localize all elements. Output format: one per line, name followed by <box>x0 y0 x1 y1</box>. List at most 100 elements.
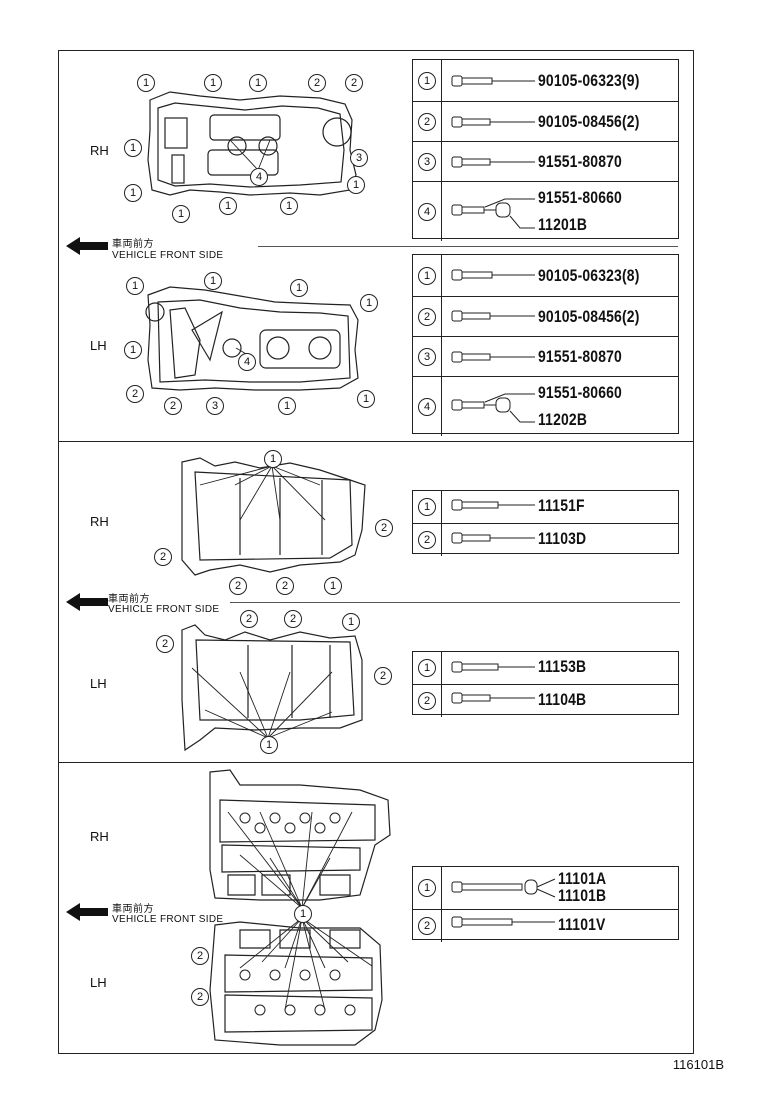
part-number: 90105-08456(2) <box>538 112 640 131</box>
callout: 2 <box>229 577 247 595</box>
front-label-jp: 車両前方 <box>108 594 150 605</box>
part-number: 11151F <box>538 496 585 515</box>
bolt-icon <box>451 116 535 128</box>
side-label-lh: LH <box>90 338 107 353</box>
callout: 2 <box>240 610 258 628</box>
parts-table-lh: 1 90105-06323(8) 2 90105-08456(2) 3 9155… <box>412 254 679 436</box>
callout: 2 <box>191 988 209 1006</box>
front-label-en: VEHICLE FRONT SIDE <box>112 914 224 925</box>
table-row: 3 91551-80870 <box>413 336 678 377</box>
table-row: 4 91551-80660 11201B <box>413 181 678 241</box>
callout: 1 <box>219 197 237 215</box>
bolt-icon <box>451 499 535 511</box>
side-label-rh: RH <box>90 514 109 529</box>
callout: 1 <box>204 272 222 290</box>
callout: 1 <box>124 341 142 359</box>
section-divider <box>58 762 694 763</box>
parts-table-rh: 1 90105-06323(9) 2 90105-08456(2) 3 9155… <box>412 59 679 241</box>
lh-cylinder-head <box>209 921 383 1046</box>
callout: 1 <box>360 294 378 312</box>
callout: 1 <box>278 397 296 415</box>
table-row: 2 90105-08456(2) <box>413 101 678 142</box>
table-row: 2 11104B <box>413 684 678 717</box>
lh-oil-pan <box>181 624 363 752</box>
side-label-lh: LH <box>90 975 107 990</box>
front-label-en: VEHICLE FRONT SIDE <box>112 250 224 261</box>
callout: 1 <box>324 577 342 595</box>
callout: 2 <box>284 610 302 628</box>
part-number: 91551-80660 <box>538 383 622 402</box>
row-number: 1 <box>418 266 436 285</box>
rh-oil-pan <box>181 457 366 576</box>
section-divider <box>58 441 694 442</box>
part-number: 11153B <box>538 657 587 676</box>
bolt-icon <box>451 75 535 87</box>
callout: 2 <box>374 667 392 685</box>
table-row: 1 90105-06323(9) <box>413 60 678 101</box>
callout: 2 <box>345 74 363 92</box>
part-number: 11104B <box>538 690 587 709</box>
illustration-code: 116101B <box>672 1057 724 1072</box>
table-row: 1 11151F <box>413 491 678 523</box>
table-row: 2 90105-08456(2) <box>413 296 678 337</box>
callout: 4 <box>238 353 256 371</box>
callout: 4 <box>250 168 268 186</box>
table-row: 2 11101V <box>413 909 678 942</box>
part-number: 11202B <box>538 410 588 429</box>
row-number: 3 <box>418 348 436 366</box>
row-number: 1 <box>418 498 436 516</box>
bolt-icon <box>451 532 535 544</box>
table-row: 1 11101A 11101B <box>413 867 678 909</box>
rh-cylinder-head <box>209 769 391 901</box>
part-number: 90105-08456(2) <box>538 307 640 326</box>
callout: 1 <box>264 450 282 468</box>
side-label-rh: RH <box>90 143 109 158</box>
callout: 3 <box>206 397 224 415</box>
callout: 1 <box>124 139 142 157</box>
parts-table-lh: 1 11153B 2 11104B <box>412 651 679 717</box>
front-label-jp: 車両前方 <box>112 239 154 250</box>
side-label-lh: LH <box>90 676 107 691</box>
bolt-icon <box>451 661 535 673</box>
part-number: 90105-06323(9) <box>538 71 640 90</box>
callout: 2 <box>164 397 182 415</box>
table-row: 1 90105-06323(8) <box>413 255 678 296</box>
diagram-frame <box>58 50 694 1054</box>
row-number: 2 <box>418 531 436 549</box>
callout: 3 <box>350 149 368 167</box>
table-row: 2 11103D <box>413 523 678 556</box>
rh-lh-separator <box>258 246 678 247</box>
part-number: 91551-80870 <box>538 347 622 366</box>
row-number: 2 <box>418 692 436 710</box>
callout: 1 <box>342 613 360 631</box>
row-number: 2 <box>418 917 436 935</box>
bolt-icon <box>451 156 535 168</box>
part-number: 90105-06323(8) <box>538 266 640 285</box>
front-arrow-icon <box>66 237 108 255</box>
front-label-jp: 車両前方 <box>112 904 154 915</box>
bolt-icon <box>451 310 535 322</box>
callout: 1 <box>280 197 298 215</box>
row-number: 2 <box>418 113 436 131</box>
callout: 1 <box>124 184 142 202</box>
row-number: 4 <box>418 202 436 221</box>
bolt-icon <box>451 351 535 363</box>
callout: 1 <box>172 205 190 223</box>
part-number: 91551-80660 <box>538 188 622 207</box>
callout: 2 <box>191 947 209 965</box>
row-number: 4 <box>418 397 436 416</box>
part-number: 11101B <box>558 886 607 905</box>
callout: 2 <box>276 577 294 595</box>
part-number: 11201B <box>538 215 588 234</box>
bolt-icon <box>451 393 535 423</box>
part-number: 11101A <box>558 869 607 888</box>
callout: 1 <box>260 736 278 754</box>
row-number: 2 <box>418 308 436 326</box>
callout: 1 <box>290 279 308 297</box>
callout: 1 <box>347 176 365 194</box>
parts-table-rh: 1 11151F 2 11103D <box>412 490 679 556</box>
front-arrow-icon <box>66 903 108 921</box>
side-label-rh: RH <box>90 829 109 844</box>
bolt-icon <box>451 692 535 704</box>
